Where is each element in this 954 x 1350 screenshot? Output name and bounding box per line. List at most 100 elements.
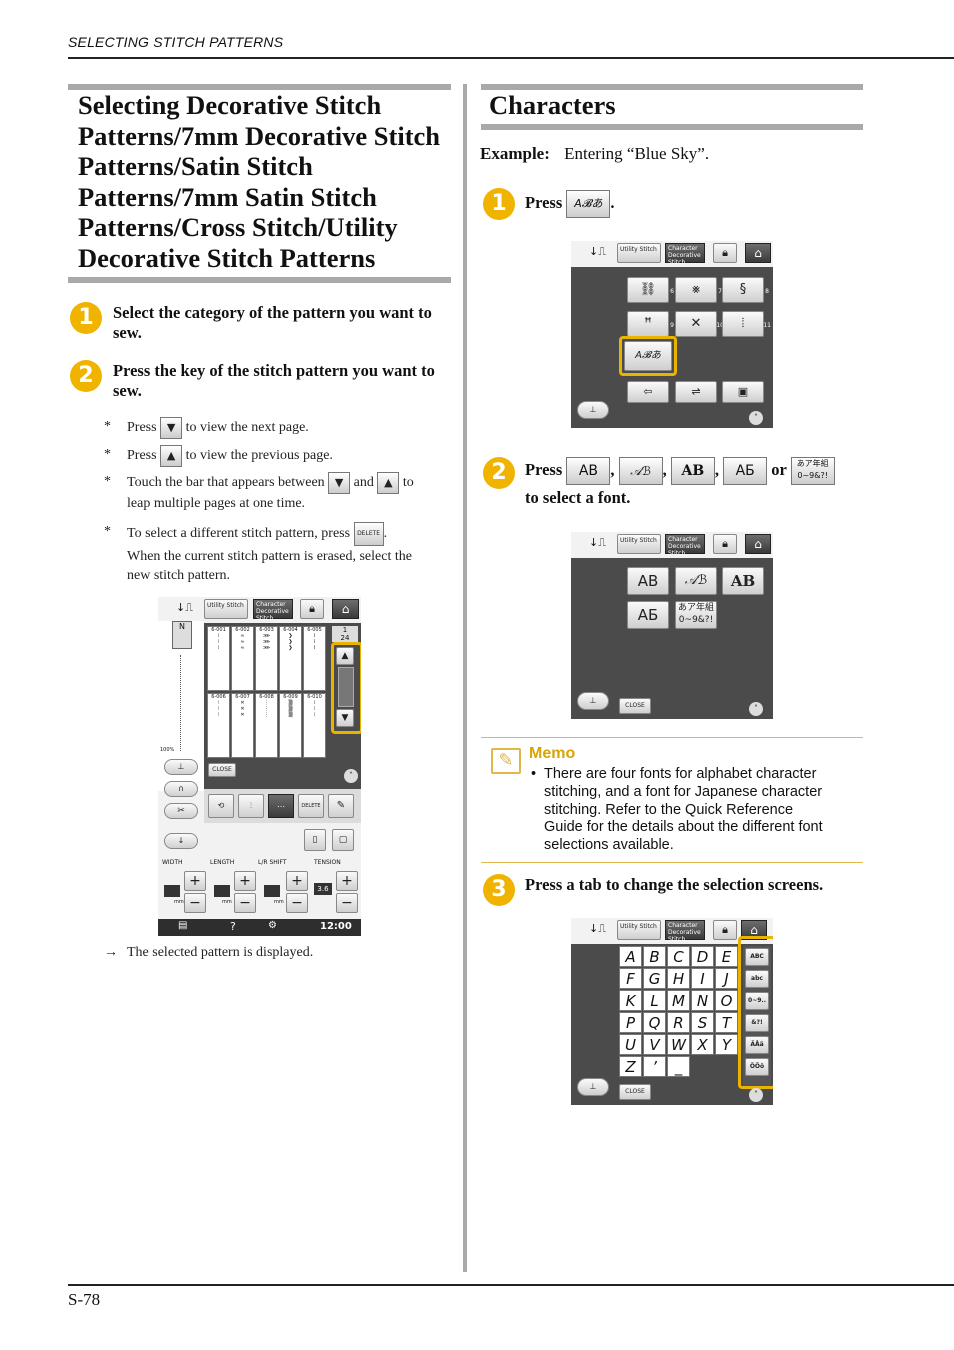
letter-key[interactable]: Y (715, 1034, 738, 1055)
thread-cut-icon[interactable]: ∩ (164, 781, 198, 797)
tab-character-decorative[interactable]: Character Decorative Stitch (253, 599, 293, 622)
lr-shift-minus-button[interactable]: − (286, 893, 308, 913)
needle-position-icon[interactable]: ↓ (164, 833, 198, 849)
letter-key[interactable]: O (715, 990, 738, 1011)
letter-key[interactable]: D (691, 946, 714, 967)
chevron-up-icon[interactable]: ˄ (749, 411, 763, 425)
letter-key[interactable]: T (715, 1012, 738, 1033)
pattern-6-001[interactable]: 6-001⁞⁞⁞ (207, 626, 230, 691)
pattern-6-010[interactable]: 6-010⁞⁞⁞ (303, 693, 326, 758)
category-11-button[interactable]: ⦙11 (722, 311, 771, 337)
letter-key[interactable]: P (619, 1012, 642, 1033)
settings-icon[interactable]: ⚙ (268, 920, 277, 931)
scissors-icon[interactable]: ✂ (164, 803, 198, 819)
tab-utility-stitch[interactable]: Utility Stitch (617, 534, 661, 554)
reverse-stitch-icon[interactable]: ⊥ (577, 1078, 609, 1096)
letter-key[interactable]: U (619, 1034, 642, 1055)
font-1-button[interactable]: AB (627, 567, 669, 595)
letter-key[interactable]: H (667, 968, 690, 989)
length-plus-button[interactable]: + (234, 871, 256, 891)
tension-plus-button[interactable]: + (336, 871, 358, 891)
tab-accented-o[interactable]: ÖÕö (745, 1058, 769, 1076)
chevron-up-icon[interactable]: ˄ (344, 769, 358, 783)
pattern-6-004[interactable]: 6-004❯❯❯ (279, 626, 302, 691)
lock-icon[interactable]: 🔒︎ (300, 599, 324, 619)
letter-key[interactable]: B (643, 946, 666, 967)
tab-accented-a[interactable]: ÄÅä (745, 1036, 769, 1054)
letter-key[interactable]: K (619, 990, 642, 1011)
home-icon[interactable]: ⌂ (741, 920, 767, 940)
lock-icon[interactable]: 🔒︎ (713, 920, 737, 940)
delete-button[interactable]: DELETE (298, 794, 324, 818)
pattern-6-008[interactable]: 6-008⋮⋮⋮ (255, 693, 278, 758)
close-button[interactable]: CLOSE (619, 1084, 651, 1100)
letter-key[interactable]: L (643, 990, 666, 1011)
letter-key[interactable]: V (643, 1034, 666, 1055)
letter-key[interactable]: J (715, 968, 738, 989)
lock-icon[interactable]: 🔒︎ (713, 534, 737, 554)
letter-key[interactable]: _ (667, 1056, 690, 1077)
letter-key[interactable]: S (691, 1012, 714, 1033)
font-3-button[interactable]: AB (722, 567, 764, 595)
tension-minus-button[interactable]: − (336, 893, 358, 913)
home-icon[interactable]: ⌂ (745, 534, 771, 554)
single-repeat-icon[interactable]: ⫶ (238, 794, 264, 818)
font-4-button[interactable]: АБ (627, 601, 669, 629)
home-icon[interactable]: ⌂ (332, 599, 359, 619)
tab-numbers[interactable]: 0~9.. (745, 992, 769, 1010)
letter-key[interactable]: Z (619, 1056, 642, 1077)
chevron-up-icon[interactable]: ˄ (749, 702, 763, 716)
page-down-button[interactable]: ▼ (336, 709, 354, 727)
tab-utility-stitch[interactable]: Utility Stitch (204, 599, 248, 619)
tab-lowercase[interactable]: abc (745, 970, 769, 988)
pattern-6-005[interactable]: 6-005⌇⌇⌇ (303, 626, 326, 691)
tab-uppercase[interactable]: ABC (745, 948, 769, 966)
page-up-button[interactable]: ▲ (336, 647, 354, 665)
letter-key[interactable]: Q (643, 1012, 666, 1033)
home-icon[interactable]: ⌂ (745, 243, 771, 263)
tab-character-decorative[interactable]: Character Decorative Stitch (665, 243, 705, 266)
usb-icon[interactable]: ⇌ (675, 381, 717, 403)
pattern-edit-icon[interactable]: ⋯ (268, 794, 294, 818)
letter-key[interactable]: I (691, 968, 714, 989)
width-plus-button[interactable]: + (184, 871, 206, 891)
tab-character-decorative[interactable]: Character Decorative Stitch (665, 534, 705, 557)
reverse-stitch-icon[interactable]: ⊥ (164, 759, 198, 775)
computer-icon[interactable]: ▣ (722, 381, 764, 403)
scroll-bar[interactable] (338, 667, 354, 707)
memory-icon[interactable]: ▢ (332, 829, 354, 851)
tab-symbols[interactable]: &?! (745, 1014, 769, 1032)
lock-icon[interactable]: 🔒︎ (713, 243, 737, 263)
letter-key[interactable]: C (667, 946, 690, 967)
letter-key[interactable]: F (619, 968, 642, 989)
load-icon[interactable]: ⇦ (627, 381, 669, 403)
pattern-6-007[interactable]: 6-007✕✕✕ (231, 693, 254, 758)
pen-icon[interactable]: ✎ (328, 794, 354, 818)
letter-key[interactable]: W (667, 1034, 690, 1055)
pattern-6-003[interactable]: 6-003⋙⋙⋙ (255, 626, 278, 691)
category-7-button[interactable]: ⨳7 (675, 277, 722, 303)
close-button[interactable]: CLOSE (208, 763, 236, 777)
category-6-button[interactable]: ⛓6 (627, 277, 674, 303)
reverse-stitch-icon[interactable]: ⊥ (577, 401, 609, 419)
mirror-icon[interactable]: ⟲ (208, 794, 234, 818)
character-button[interactable]: A𝓑あ (624, 341, 672, 371)
letter-key[interactable]: X (691, 1034, 714, 1055)
tab-utility-stitch[interactable]: Utility Stitch (617, 243, 661, 263)
tab-utility-stitch[interactable]: Utility Stitch (617, 920, 661, 940)
length-minus-button[interactable]: − (234, 893, 256, 913)
tab-character-decorative[interactable]: Character Decorative Stitch (665, 920, 705, 943)
font-5-button[interactable]: あア年組 0~9&?! (675, 601, 717, 629)
manual-icon[interactable]: ▯ (304, 829, 326, 851)
letter-key[interactable]: A (619, 946, 642, 967)
letter-key[interactable]: R (667, 1012, 690, 1033)
chevron-up-icon[interactable]: ˄ (749, 1088, 763, 1102)
letter-key[interactable]: ’ (643, 1056, 666, 1077)
letter-key[interactable]: N (691, 990, 714, 1011)
category-10-button[interactable]: ✕10 (675, 311, 724, 337)
font-2-button[interactable]: 𝒜ℬ (675, 567, 717, 595)
letter-key[interactable]: G (643, 968, 666, 989)
document-icon[interactable]: ▤ (178, 920, 188, 931)
close-button[interactable]: CLOSE (619, 698, 651, 714)
